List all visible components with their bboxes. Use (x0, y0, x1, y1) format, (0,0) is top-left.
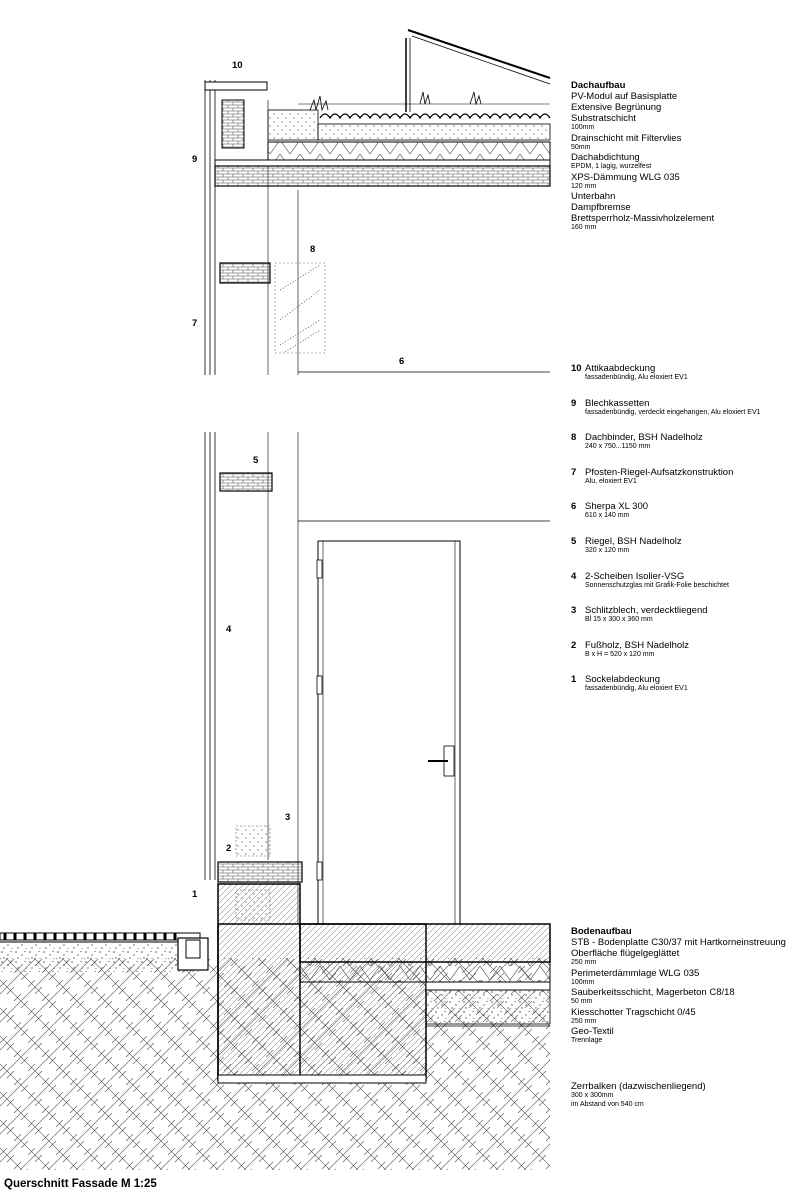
legend-detail: fassadenbündig, Alu eloxiert EV1 (585, 685, 688, 693)
legend-detail: 240 x 750...1150 mm (585, 443, 651, 451)
floor-layer-line: Trennlage (571, 1037, 603, 1044)
roof-layer-line: EPDM, 1 lagig, wurzelfest (571, 163, 652, 170)
callout-7: 7 (192, 318, 198, 329)
floor-layer-line: 100mm (571, 978, 595, 986)
callout-10: 10 (232, 60, 243, 71)
floor-layer-line: 250 mm (571, 1017, 597, 1025)
floor-layer-line: Oberfläche flügelgeglättet (571, 948, 680, 959)
zerrbalken-line: im Abstand von 540 cm (571, 1100, 644, 1108)
pv-module (405, 29, 551, 112)
roof-layer-line: Extensive Begrünung (571, 102, 662, 113)
roof-layer-line: 160 mm (571, 224, 597, 231)
legend-name: 2-Scheiben Isolier-VSG (585, 570, 685, 582)
roof-layer-line: Drainschicht mit Filtervlies (571, 132, 682, 144)
legend-detail: 610 x 140 mm (585, 512, 630, 520)
legend-name: Attikaabdeckung (585, 363, 656, 374)
facade-lines (204, 80, 299, 924)
legend-detail: fassadenbündig, verdeckt eingehangen, Al… (585, 408, 761, 416)
legend-number: 1 (571, 674, 577, 686)
roof-buildup (204, 81, 551, 187)
roof-layer-line: 120 mm (571, 182, 597, 190)
legend-detail: 320 x 120 mm (585, 547, 630, 554)
floor-layer-list: STB - Bodenplatte C30/37 mit Hartkornein… (571, 937, 786, 1046)
callout-8: 8 (310, 244, 316, 255)
legend-number: 4 (571, 570, 577, 582)
roof-layer-line: PV-Modul auf Basisplatte (571, 91, 678, 102)
door (316, 540, 461, 925)
floor-heading: Bodenaufbau (571, 926, 632, 937)
legend-name: Sherpa XL 300 (585, 501, 649, 513)
floor-layer-line: 50 mm (571, 998, 593, 1005)
zerrbalken-note: Zerrbalken (dazwischenliegend)300 x 300m… (571, 1081, 706, 1109)
legend-detail: fassadenbündig, Alu eloxiert EV1 (585, 374, 688, 381)
legend-detail: B x H = 520 x 120 mm (585, 650, 655, 658)
callout-6: 6 (399, 356, 405, 367)
callout-1: 1 (192, 889, 198, 900)
roof-layer-line: Unterbahn (571, 191, 616, 202)
legend-number: 10 (571, 363, 582, 374)
roof-layer-line: Dachabdichtung (571, 152, 640, 163)
callout-2: 2 (226, 843, 232, 854)
legend-number: 2 (571, 639, 577, 651)
beam-elements (217, 262, 326, 921)
legend-name: Fußholz, BSH Nadelholz (585, 639, 690, 651)
legend-number: 3 (571, 605, 577, 617)
legend-name: Riegel, BSH Nadelholz (585, 536, 682, 547)
floor-layer-line: STB - Bodenplatte C30/37 mit Hartkornein… (571, 937, 786, 948)
floor-layer-line: Geo-Textil (571, 1026, 614, 1037)
zerrbalken-line: Zerrbalken (dazwischenliegend) (571, 1081, 706, 1092)
legend-number: 6 (571, 501, 577, 513)
roof-layer-line: 50mm (571, 143, 591, 151)
roof-layer-line: Dampfbremse (571, 202, 631, 213)
legend-name: Sockelabdeckung (585, 674, 660, 686)
drainage-channel (177, 937, 209, 971)
drawing-title: Querschnitt Fassade M 1:25 (4, 1178, 157, 1190)
floor-layer-line: Sauberkeitsschicht, Magerbeton C8/18 (571, 987, 735, 998)
floor-layers: Bodenaufbau STB - Bodenplatte C30/37 mit… (571, 926, 786, 1046)
zerrbalken-lines: Zerrbalken (dazwischenliegend)300 x 300m… (571, 1081, 706, 1109)
roof-layer-line: XPS-Dämmung WLG 035 (571, 171, 680, 183)
legend-number: 5 (571, 536, 577, 547)
floor-layer-line: 250 mm (571, 959, 597, 966)
legend-detail: Sonnenschutzglas mit Grafik-Folie beschi… (585, 581, 729, 589)
callout-9: 9 (192, 154, 198, 165)
callout-5: 5 (253, 455, 259, 466)
legend-name: Schlitzblech, verdecktliegend (585, 605, 708, 617)
legend-detail: Bl 15 x 300 x 360 mm (585, 616, 653, 624)
floor-buildup (299, 923, 551, 1027)
floor-layer-line: Kiesschotter Tragschicht 0/45 (571, 1006, 696, 1018)
legend-detail: Alu, eloxiert EV1 (585, 477, 637, 485)
legend-name: Dachbinder, BSH Nadelholz (585, 432, 703, 444)
floor-layer-line: Perimeterdämmlage WLG 035 (571, 967, 700, 979)
paving (0, 932, 201, 941)
ceiling-lines (298, 371, 550, 522)
roof-layer-line: Brettsperrholz-Massivholzelement (571, 213, 715, 224)
roof-heading: Dachaufbau (571, 80, 626, 91)
legend-number: 8 (571, 432, 577, 444)
legend-number: 9 (571, 397, 577, 409)
legend-number: 7 (571, 466, 577, 478)
legend-name: Pfosten-Riegel-Aufsatzkonstruktion (585, 466, 734, 478)
roof-layer-line: Substratschicht (571, 113, 636, 124)
roof-layer-line: 100mm (571, 124, 595, 131)
zerrbalken-line: 300 x 300mm (571, 1092, 614, 1099)
callout-3: 3 (285, 812, 291, 823)
callout-4: 4 (226, 624, 232, 635)
legend-name: Blechkassetten (585, 397, 650, 409)
